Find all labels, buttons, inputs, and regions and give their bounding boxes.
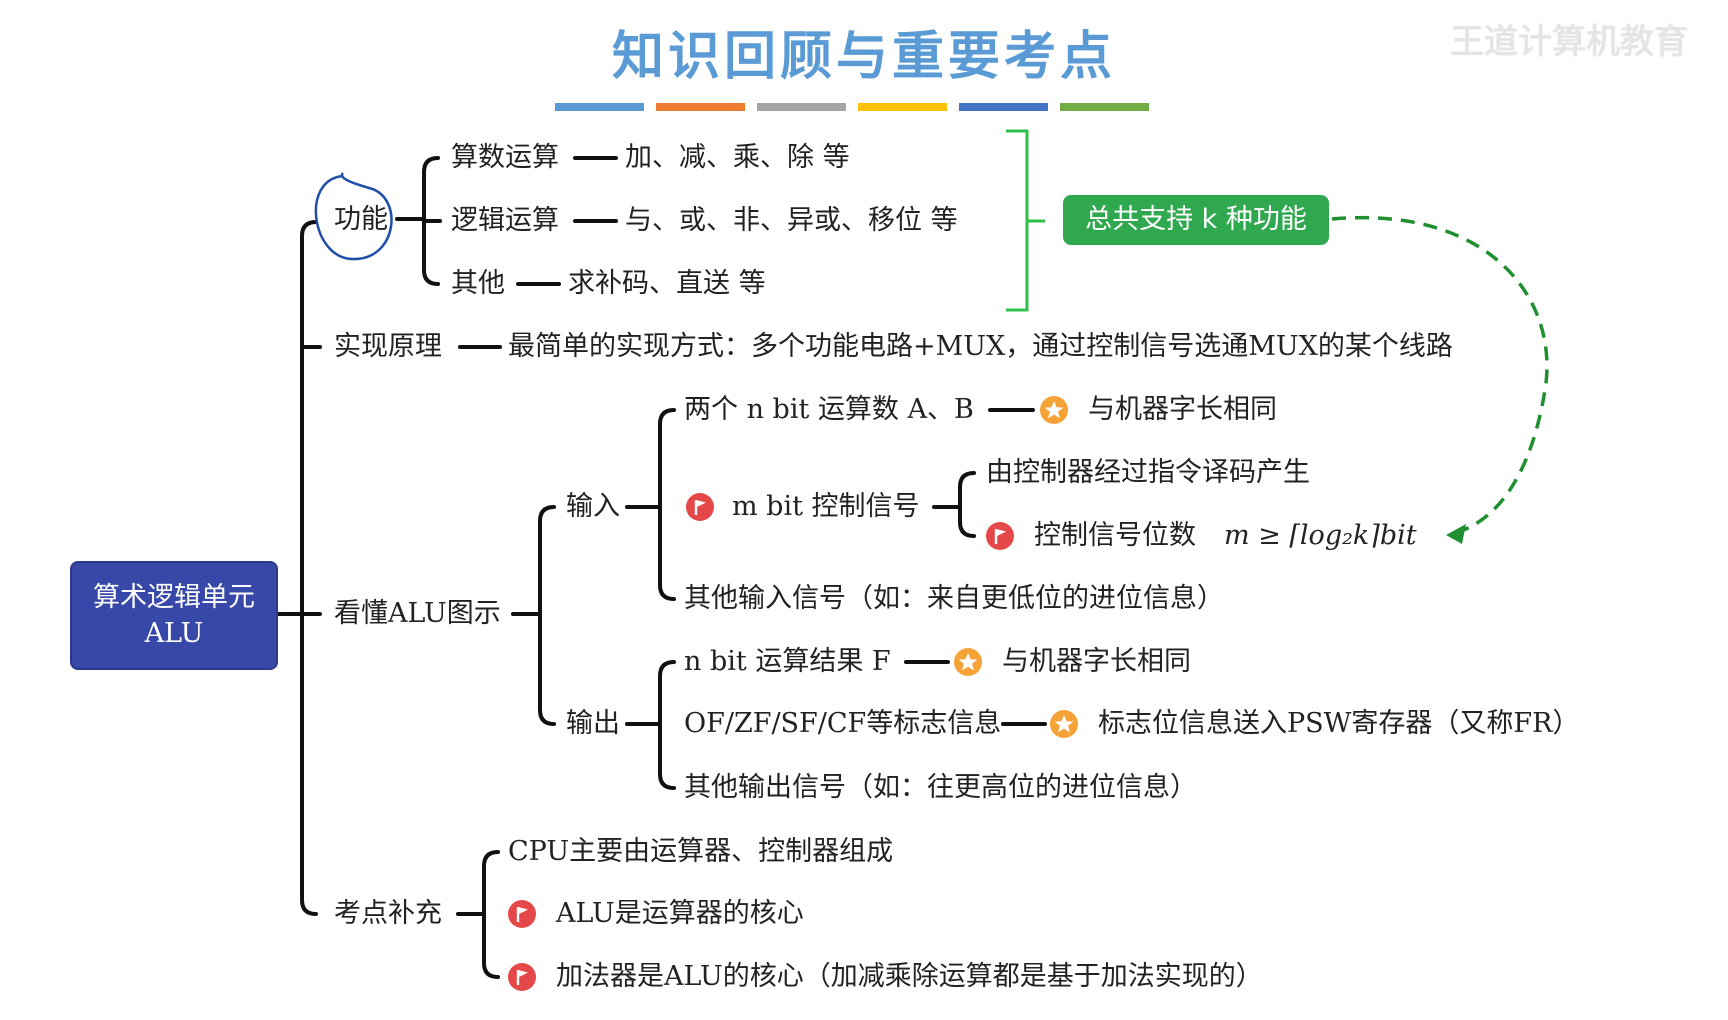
- output-flags-note: 标志位信息送入PSW寄存器（又称FR）: [1098, 708, 1580, 739]
- supplement-item-3: 加法器是ALU的核心（加减乘除运算都是基于加法实现的）: [556, 961, 1263, 992]
- output-flags: OF/ZF/SF/CF等标志信息: [684, 708, 1002, 739]
- watermark: 王道计算机教育: [1450, 22, 1688, 62]
- supplement-item-2: ALU是运算器的核心: [556, 898, 804, 929]
- star-icon: [954, 648, 982, 676]
- principle-desc: 最简单的实现方式：多个功能电路+MUX，通过控制信号选通MUX的某个线路: [508, 331, 1453, 362]
- output-other: 其他输出信号（如：往更高位的进位信息）: [684, 772, 1197, 803]
- control-bits-text: 控制信号位数: [1034, 520, 1196, 551]
- color-bar: [656, 103, 745, 111]
- flag-icon: [508, 900, 536, 928]
- total-functions-box: 总共支持 k 种功能: [1063, 195, 1329, 245]
- star-icon: [1040, 396, 1068, 424]
- root-node: 算术逻辑单元 ALU: [70, 561, 278, 670]
- function-desc-1: 加、减、乘、除 等: [625, 142, 850, 173]
- flag-icon: [508, 963, 536, 991]
- input-operands: 两个 n bit 运算数 A、B: [684, 394, 974, 425]
- color-bar: [757, 103, 846, 111]
- control-bits-formula: m ≥ ⌈log₂k⌉bit: [1224, 520, 1417, 551]
- root-title: 算术逻辑单元: [93, 581, 255, 613]
- input-control: m bit 控制信号: [732, 491, 920, 522]
- functions-label: 功能: [334, 204, 388, 235]
- control-source: 由控制器经过指令译码产生: [986, 457, 1310, 488]
- diagram-label: 看懂ALU图示: [334, 598, 501, 629]
- flag-icon: [686, 493, 714, 521]
- function-name-3: 其他: [451, 268, 505, 299]
- function-desc-3: 求补码、直送 等: [568, 268, 766, 299]
- principle-label: 实现原理: [334, 331, 442, 362]
- star-icon: [1050, 710, 1078, 738]
- output-result-note: 与机器字长相同: [1002, 646, 1191, 677]
- color-bar: [555, 103, 644, 111]
- page-title: 知识回顾与重要考点: [611, 27, 1116, 87]
- root-subtitle: ALU: [144, 617, 204, 649]
- flag-icon: [986, 522, 1014, 550]
- color-bar: [858, 103, 947, 111]
- color-bar: [1060, 103, 1149, 111]
- input-operands-note: 与机器字长相同: [1088, 394, 1277, 425]
- output-label: 输出: [566, 708, 620, 739]
- supplement-label: 考点补充: [334, 898, 442, 929]
- supplement-item-1: CPU主要由运算器、控制器组成: [508, 836, 894, 867]
- color-bar: [959, 103, 1048, 111]
- function-name-1: 算数运算: [451, 142, 559, 173]
- function-desc-2: 与、或、非、异或、移位 等: [625, 205, 958, 236]
- function-name-2: 逻辑运算: [451, 205, 559, 236]
- input-label: 输入: [566, 491, 620, 522]
- output-result: n bit 运算结果 F: [684, 646, 891, 677]
- input-other: 其他输入信号（如：来自更低位的进位信息）: [684, 583, 1224, 614]
